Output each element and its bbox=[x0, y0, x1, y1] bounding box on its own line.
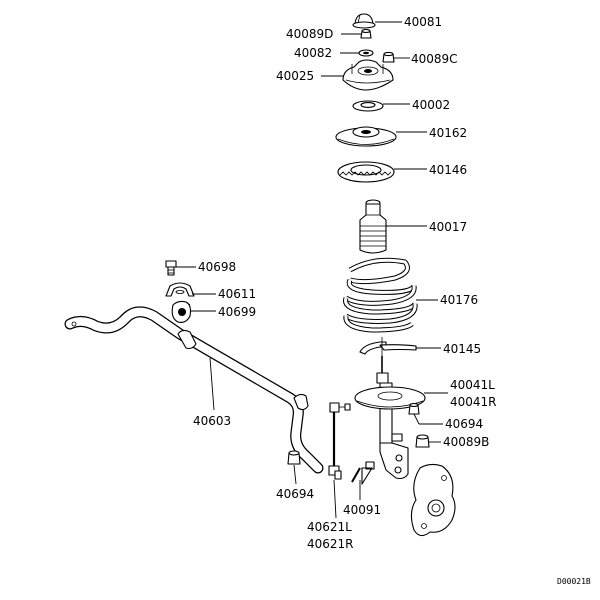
label-40698: 40698 bbox=[198, 260, 236, 274]
part-40041-strut-assembly[interactable] bbox=[354, 356, 426, 480]
part-steering-knuckle[interactable] bbox=[410, 463, 456, 537]
label-40002: 40002 bbox=[412, 98, 450, 112]
label-40089C: 40089C bbox=[411, 52, 458, 66]
part-40603-stabilizer-bar[interactable] bbox=[64, 306, 324, 474]
part-40091-bolt[interactable] bbox=[351, 461, 375, 485]
part-40089B-nut[interactable] bbox=[415, 434, 430, 448]
label-40146: 40146 bbox=[429, 163, 467, 177]
leader-40621 bbox=[333, 479, 337, 519]
part-40611-bracket[interactable] bbox=[165, 282, 195, 297]
diagram-code: D00021B bbox=[557, 577, 591, 586]
label-40611: 40611 bbox=[218, 287, 256, 301]
part-40694-nut-upper[interactable] bbox=[408, 402, 420, 415]
part-40694-nut-lower[interactable] bbox=[287, 450, 301, 465]
part-40146-spring-pad[interactable] bbox=[337, 161, 395, 183]
part-40176-coil-spring[interactable] bbox=[343, 257, 418, 333]
label-40621L: 40621L bbox=[307, 520, 352, 534]
part-40162-upper-spring-seat[interactable] bbox=[335, 126, 397, 147]
label-40091: 40091 bbox=[343, 503, 381, 517]
label-40089D: 40089D bbox=[286, 27, 333, 41]
label-40145: 40145 bbox=[443, 342, 481, 356]
label-40162: 40162 bbox=[429, 126, 467, 140]
label-40694-upper: 40694 bbox=[445, 417, 483, 431]
leader-40603 bbox=[209, 357, 215, 411]
part-40017-dust-boot[interactable] bbox=[359, 199, 387, 254]
part-40621-stabilizer-link[interactable] bbox=[328, 402, 351, 480]
label-40082: 40082 bbox=[294, 46, 332, 60]
part-40089D-nut[interactable] bbox=[360, 28, 372, 39]
part-40089C-nut[interactable] bbox=[382, 51, 395, 63]
label-40621R: 40621R bbox=[307, 537, 354, 551]
part-40082-washer[interactable] bbox=[358, 49, 374, 57]
label-40041R: 40041R bbox=[450, 395, 497, 409]
leader-40694-lower bbox=[293, 464, 297, 485]
part-40002-bearing[interactable] bbox=[352, 100, 384, 112]
label-40699: 40699 bbox=[218, 305, 256, 319]
label-40089B: 40089B bbox=[443, 435, 489, 449]
label-40694-lower: 40694 bbox=[276, 487, 314, 501]
part-40699-bushing[interactable] bbox=[171, 300, 192, 323]
label-40081: 40081 bbox=[404, 15, 442, 29]
part-40025-strut-mount[interactable] bbox=[342, 59, 394, 91]
label-40025: 40025 bbox=[276, 69, 314, 83]
part-40081-cap[interactable] bbox=[352, 13, 376, 29]
label-40176: 40176 bbox=[440, 293, 478, 307]
part-40145-lower-spring-pad[interactable] bbox=[359, 337, 417, 356]
part-40698-bolt[interactable] bbox=[165, 260, 177, 276]
label-40603: 40603 bbox=[193, 414, 231, 428]
label-40041L: 40041L bbox=[450, 378, 495, 392]
label-40017: 40017 bbox=[429, 220, 467, 234]
